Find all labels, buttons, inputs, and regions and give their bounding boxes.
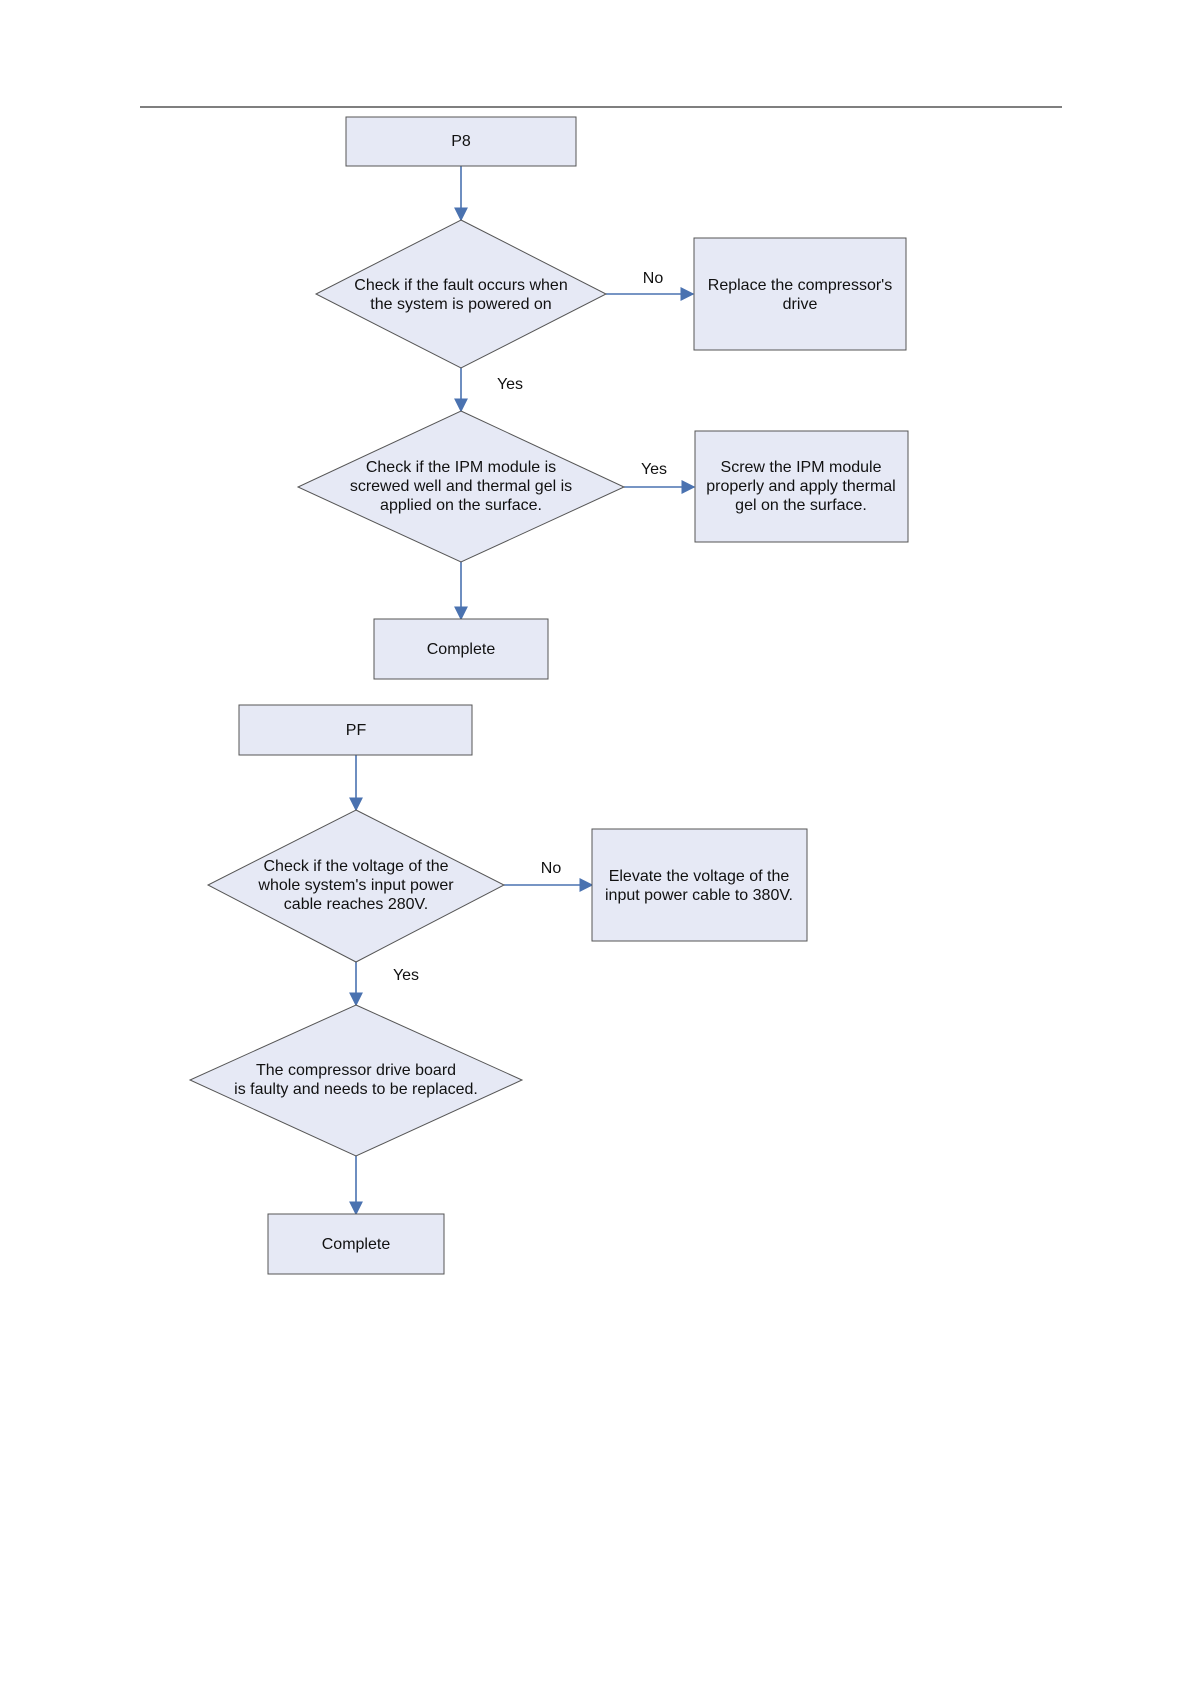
decision2-line3: applied on the surface.	[380, 497, 542, 514]
pf-decision1-line3: cable reaches 280V.	[284, 896, 428, 913]
action1-line2: drive	[783, 296, 818, 313]
pf-action1-line1: Elevate the voltage of the	[609, 868, 790, 885]
decision-fault-on-power	[314, 219, 608, 369]
action2-line3: gel on the surface.	[735, 497, 867, 514]
decision1-line2: the system is powered on	[370, 296, 551, 313]
decision-voltage-280v	[206, 809, 506, 963]
label-yes-p8-2: Yes	[641, 461, 667, 478]
pf-decision1-line1: Check if the voltage of the	[264, 858, 449, 875]
action1-line1: Replace the compressor's	[708, 277, 892, 294]
start-label-p8: P8	[451, 133, 471, 150]
action2-line1: Screw the IPM module	[721, 459, 882, 476]
decision2-line2: screwed well and thermal gel is	[350, 478, 572, 495]
decision-drive-board-faulty	[188, 1004, 524, 1157]
decision-ipm-screwed	[296, 410, 626, 563]
action-elevate-voltage	[591, 828, 808, 942]
pf-action1-line2: input power cable to 380V.	[605, 887, 793, 904]
start-terminal-p8	[345, 116, 577, 167]
end-label-pf: Complete	[322, 1236, 391, 1253]
label-no-pf: No	[541, 860, 562, 877]
start-label-pf: PF	[346, 722, 367, 739]
decision1-line1: Check if the fault occurs when	[354, 277, 567, 294]
start-terminal-pf	[238, 704, 473, 756]
action-screw-ipm	[694, 430, 909, 543]
end-terminal-pf	[267, 1213, 445, 1275]
label-yes-p8-1: Yes	[497, 376, 523, 393]
action-replace-drive	[693, 237, 907, 351]
decision2-line1: Check if the IPM module is	[366, 459, 556, 476]
end-terminal-p8	[373, 618, 549, 680]
end-label-p8: Complete	[427, 641, 496, 658]
label-no-p8: No	[643, 270, 664, 287]
pf-decision1-line2: whole system's input power	[257, 877, 454, 894]
pf-decision2-line1: The compressor drive board	[256, 1062, 456, 1079]
flow-pf: PF Check if the voltage of the whole sys…	[188, 704, 808, 1275]
flow-p8: P8 Check if the fault occurs when the sy…	[296, 116, 909, 680]
label-yes-pf: Yes	[393, 967, 419, 984]
pf-decision2-line2: is faulty and needs to be replaced.	[234, 1081, 478, 1098]
action2-line2: properly and apply thermal	[706, 478, 895, 495]
